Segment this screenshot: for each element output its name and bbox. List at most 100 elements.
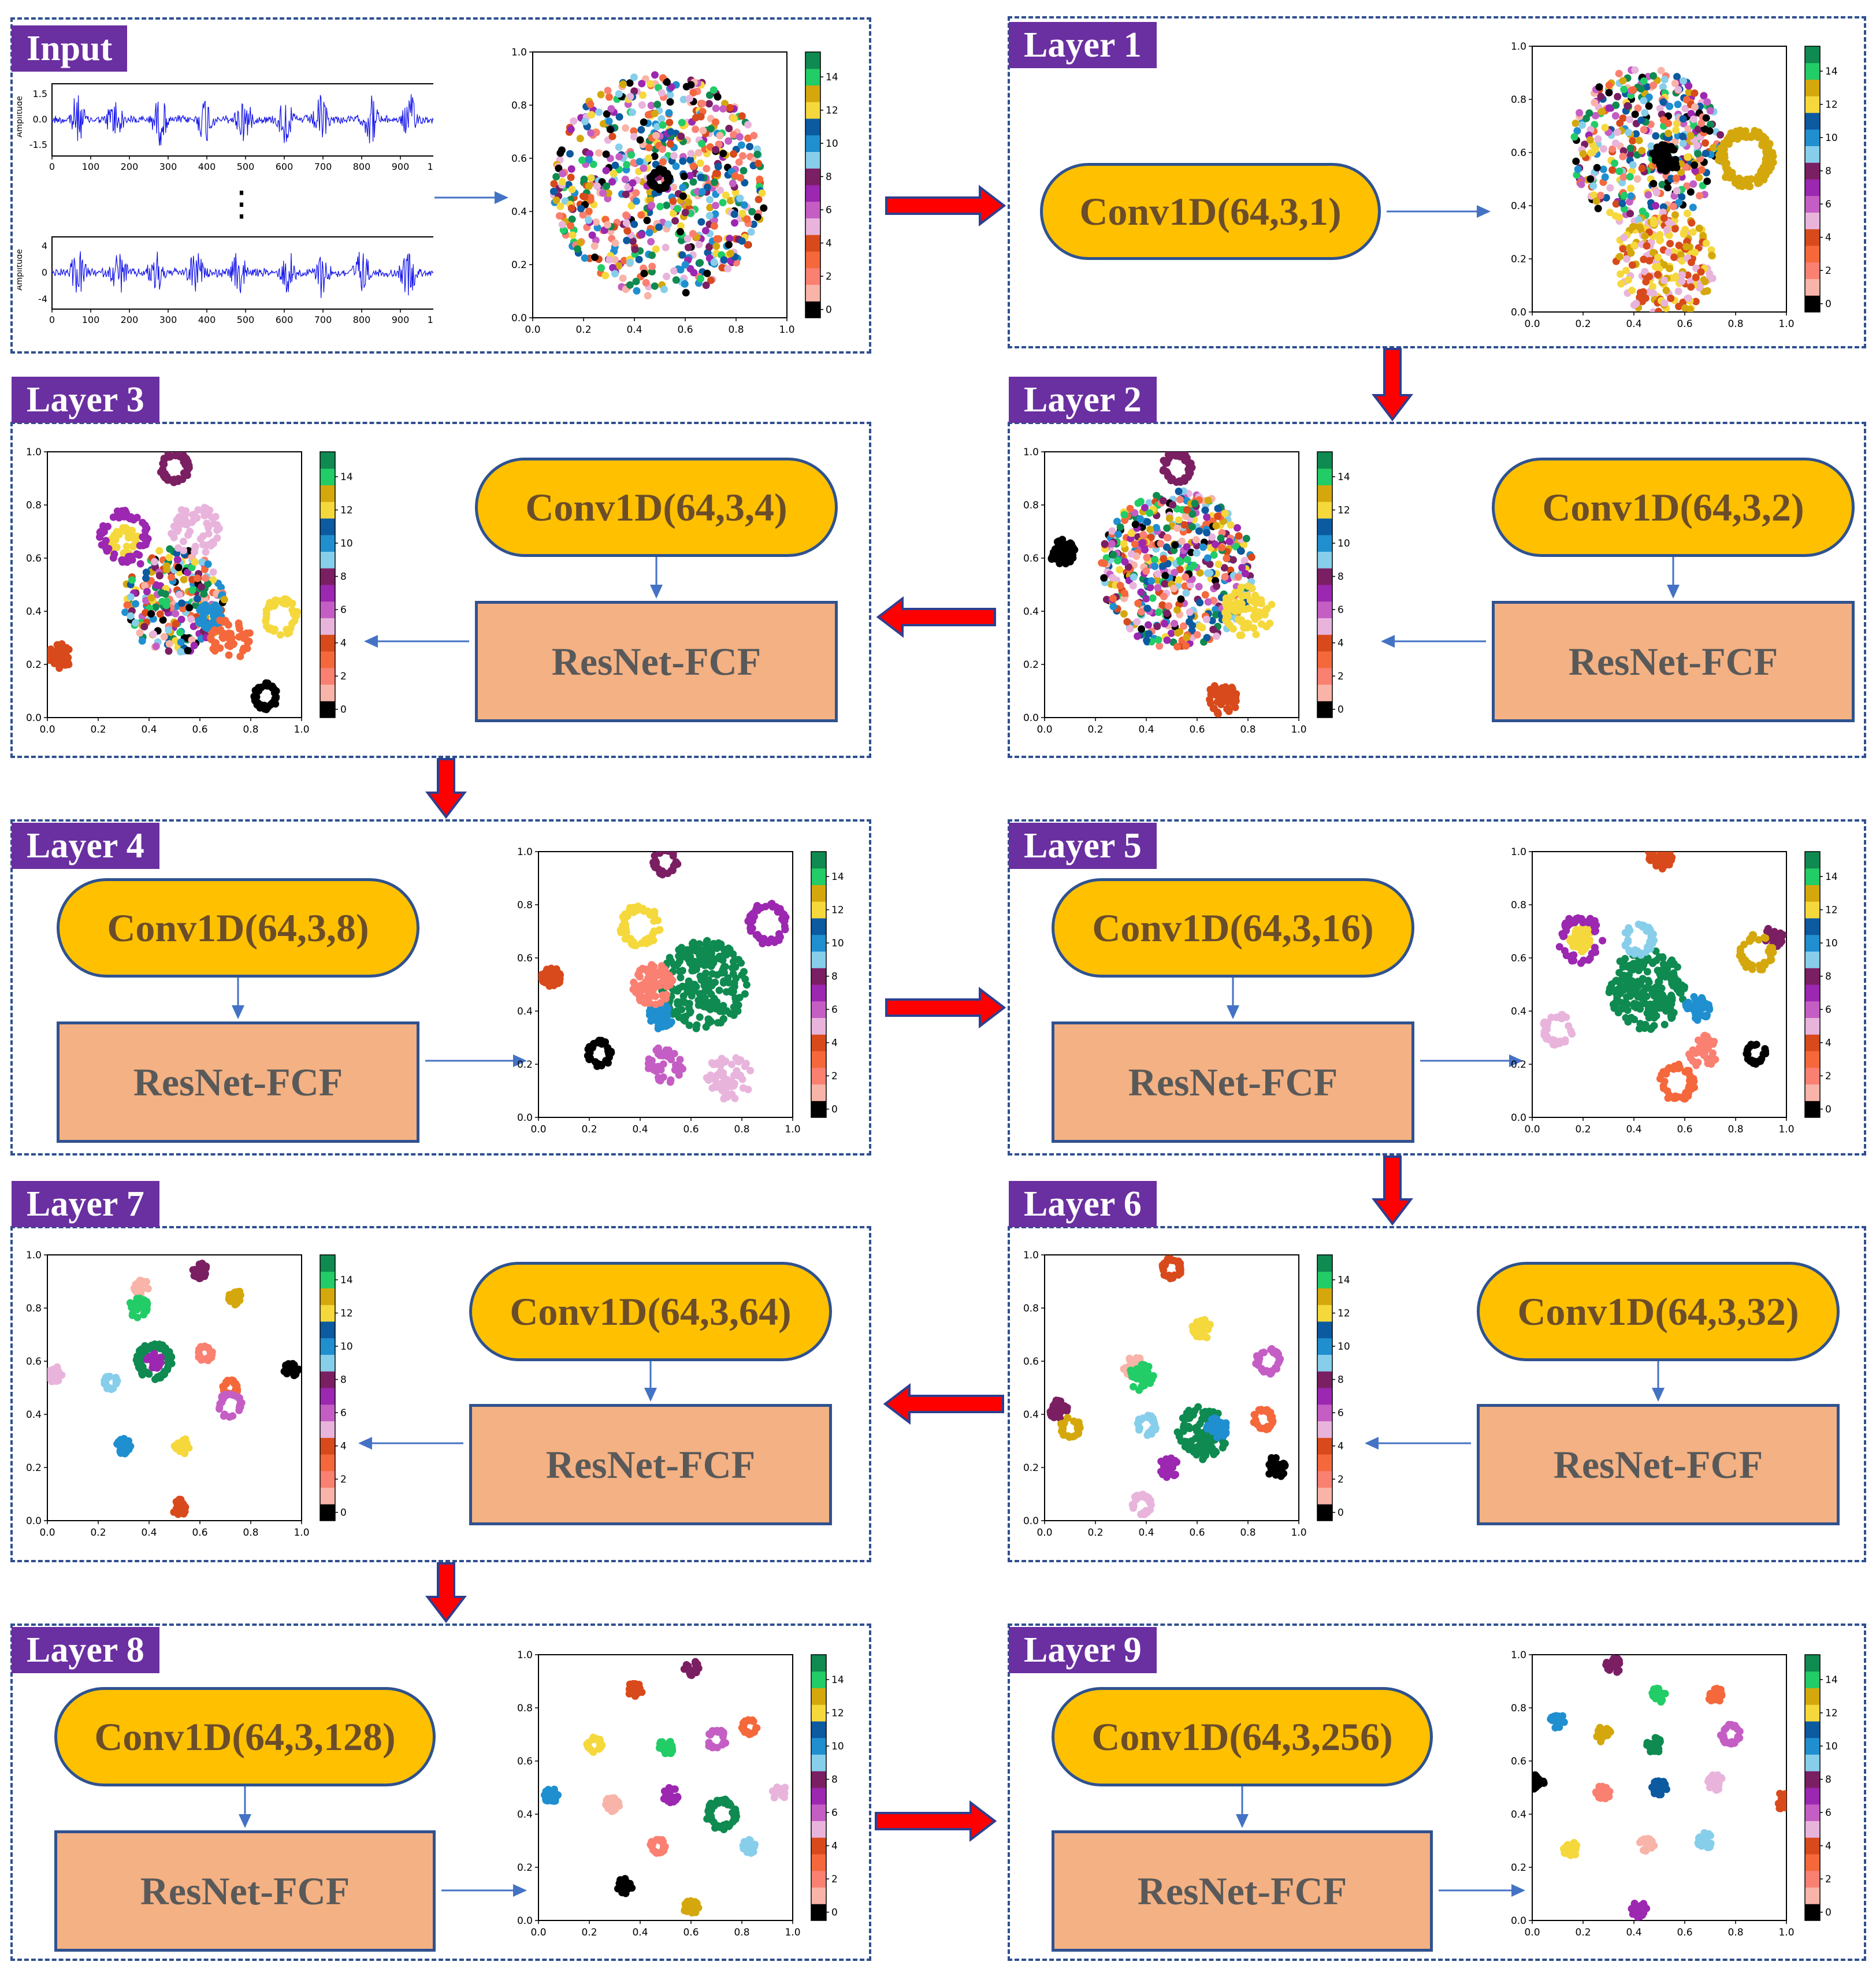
wave-xtick: 0	[49, 161, 55, 172]
scatter-point	[1672, 126, 1680, 134]
scatter-point	[1138, 625, 1146, 633]
scatter-point	[704, 946, 712, 954]
scatter-point	[674, 998, 682, 1006]
scatter-point	[155, 571, 164, 579]
scatter-point	[688, 992, 696, 1000]
scatter-point	[1109, 551, 1117, 559]
colorbar-segment	[805, 235, 820, 252]
colorbar-segment	[805, 301, 820, 318]
colorbar-tick-label: 14	[1825, 66, 1837, 77]
scatter-point	[1717, 131, 1724, 139]
scatter-point	[662, 243, 670, 251]
colorbar-segment	[320, 618, 335, 635]
scatter-point	[1127, 550, 1135, 558]
scatter-point	[1154, 636, 1162, 644]
scatter-point	[1214, 504, 1222, 512]
scatter-point	[165, 647, 173, 655]
scatter-point	[1645, 257, 1654, 265]
colorbar-tick-label: 2	[831, 1071, 838, 1082]
scatter-point	[1242, 534, 1250, 543]
scatter-point	[1592, 948, 1600, 956]
scatter-point	[1659, 98, 1667, 106]
colorbar-segment	[320, 684, 335, 701]
scatter-point	[699, 99, 707, 107]
scatter-point	[736, 194, 744, 202]
scatter-point	[47, 1370, 55, 1377]
scatter-point	[1652, 1005, 1660, 1013]
scatter-point	[1567, 938, 1575, 946]
scatter-point	[1700, 92, 1708, 100]
scatter-point	[55, 651, 63, 659]
scatter-point	[1636, 223, 1644, 231]
scatter-point	[605, 256, 614, 264]
scatter-point	[1611, 112, 1619, 120]
input-panel	[10, 17, 871, 354]
scatter-point	[1709, 1040, 1717, 1048]
scatter-point	[1695, 173, 1703, 181]
colorbar-segment	[1805, 1051, 1820, 1068]
scatter-point	[740, 968, 748, 976]
scatter-point	[708, 982, 716, 990]
scatter-point	[645, 144, 653, 152]
scatter-point	[597, 264, 605, 272]
colorbar-segment	[1805, 852, 1820, 869]
scatter-point	[742, 981, 751, 989]
y-tick-label: 0.8	[1511, 94, 1526, 106]
scatter-point	[652, 169, 660, 177]
scatter-point	[1684, 294, 1692, 302]
scatter-point	[754, 907, 761, 915]
scatter-point	[1141, 546, 1149, 554]
scatter-point	[1606, 184, 1614, 192]
scatter-point	[593, 182, 601, 190]
scatter-point	[731, 219, 738, 227]
scatter-point	[127, 593, 135, 601]
colorbar-segment	[805, 118, 820, 136]
scatter-point	[289, 609, 298, 617]
scatter-point	[687, 150, 695, 158]
scatter-point	[568, 216, 576, 223]
scatter-point	[654, 916, 662, 924]
scatter-point	[1628, 261, 1636, 269]
scatter-point	[1758, 140, 1766, 147]
scatter-point	[1615, 168, 1624, 175]
scatter-point	[1595, 83, 1603, 91]
colorbar-segment	[811, 1017, 826, 1035]
scatter-point	[753, 932, 761, 939]
wave-xtick: 0	[49, 314, 55, 325]
scatter-point	[1665, 861, 1673, 869]
layer1-panel	[1008, 16, 1866, 348]
scatter-point	[1629, 86, 1637, 94]
scatter-point	[1641, 1024, 1649, 1032]
scatter-point	[1196, 569, 1204, 577]
scatter-point	[629, 108, 637, 116]
scatter-point	[1561, 922, 1569, 930]
scatter-point	[180, 537, 187, 545]
scatter-point	[1626, 992, 1634, 1000]
scatter-point	[1696, 192, 1703, 200]
scatter-point	[166, 545, 174, 553]
scatter-point	[711, 179, 719, 186]
scatter-point	[1691, 995, 1699, 1004]
scatter-point	[1652, 845, 1660, 850]
colorbar-segment	[811, 1084, 826, 1101]
scatter-point	[1101, 540, 1109, 548]
colorbar-segment	[811, 985, 826, 1002]
scatter-point	[733, 259, 740, 267]
input-title: Input	[12, 25, 128, 72]
colorbar-segment	[1317, 501, 1332, 519]
scatter-point	[1100, 559, 1108, 567]
scatter-point	[1641, 109, 1649, 117]
scatter-point	[1649, 283, 1656, 291]
scatter-point	[719, 150, 727, 158]
scatter-point	[681, 261, 689, 269]
colorbar-tick-label: 6	[826, 205, 832, 216]
scatter-point	[1131, 540, 1139, 548]
scatter-point	[1703, 1004, 1711, 1011]
scatter-point	[629, 986, 637, 993]
scatter-point	[689, 230, 697, 237]
x-tick-label: 0.0	[39, 1527, 55, 1539]
layer8-resnet-block: ResNet-FCF	[54, 1830, 436, 1952]
scatter-point	[1687, 283, 1695, 291]
